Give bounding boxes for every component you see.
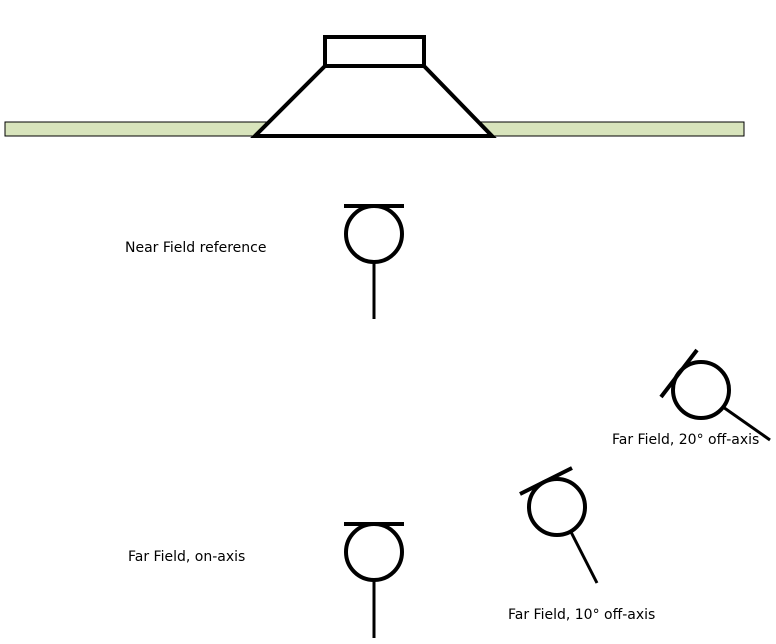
microphone-near-field [344,204,404,319]
label-near-field-reference: Near Field reference [125,240,267,256]
label-far-field-20-off-axis: Far Field, 20° off-axis [612,432,760,448]
microphone-far-field-on-axis [344,522,404,638]
speaker-magnet [323,35,426,68]
microphone-far-field-10-off-axis [519,466,599,584]
label-far-field-on-axis: Far Field, on-axis [128,549,246,565]
label-far-field-10-off-axis: Far Field, 10° off-axis [508,607,656,623]
microphone-far-field-20-off-axis [659,348,771,442]
loudspeaker [250,35,497,138]
speaker-cone [250,64,497,138]
